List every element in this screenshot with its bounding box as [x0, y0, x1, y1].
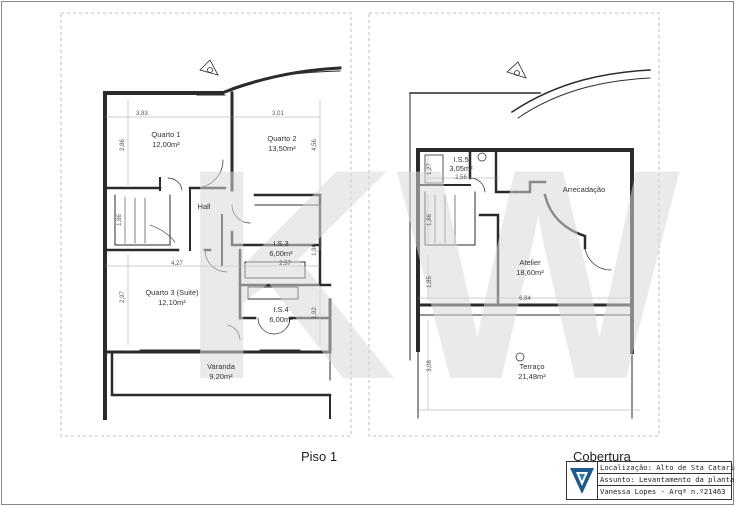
- cobertura-dimension-labels: 1,27 2,56 1,86 1,85 6,84 3,08: [427, 163, 531, 372]
- room-hall: Hall: [198, 202, 211, 211]
- dim-256: 2,56: [455, 175, 467, 181]
- room-quarto1-area: 12,00m²: [152, 140, 180, 149]
- dim-257: 2,57: [279, 261, 291, 267]
- room-is4-name: I.S.4: [273, 305, 288, 314]
- room-quarto2-name: Quarto 2: [267, 134, 296, 143]
- dim-308: 3,08: [427, 360, 433, 372]
- dim-186: 1,86: [117, 214, 123, 226]
- dim-286: 2,86: [120, 139, 126, 151]
- room-arrecadacao: Arrecadação: [563, 185, 606, 194]
- piso1-dimension-labels: 3,83 3,01 2,86 4,56 1,86 4,27 2,57 1,96 …: [117, 111, 318, 319]
- dim-427: 4,27: [171, 261, 183, 267]
- room-quarto3-area: 12,10m²: [158, 298, 186, 307]
- room-terraco-name: Terraço: [519, 362, 544, 371]
- piso1-frame: [60, 12, 352, 437]
- dim-383: 3,83: [136, 111, 148, 117]
- dim-196: 1,96: [312, 244, 318, 256]
- title-block-subject: Assunto: Levantamento da planta: [598, 475, 735, 486]
- room-quarto2-area: 13,50m²: [268, 144, 296, 153]
- cobertura-room-labels: I.S.5 3,05m² Arrecadação Atelier 18,60m²…: [449, 155, 605, 381]
- dim-185: 1,85: [427, 276, 433, 288]
- room-quarto1-name: Quarto 1: [151, 130, 180, 139]
- room-terraco-area: 21,48m²: [518, 372, 546, 381]
- architect-logo: [567, 462, 598, 499]
- room-atelier-name: Atelier: [519, 258, 541, 267]
- room-is3-area: 6,00m²: [269, 249, 293, 258]
- dim-127: 1,27: [427, 163, 433, 175]
- dim-301: 3,01: [272, 111, 284, 117]
- watermark-text: KW: [180, 106, 683, 442]
- room-is4-area: 6,00m²: [269, 315, 293, 324]
- room-atelier-area: 18,60m²: [516, 268, 544, 277]
- dim-297: 2,97: [120, 291, 126, 303]
- room-varanda-area: 9,20m²: [209, 372, 233, 381]
- dim-684: 6,84: [519, 296, 531, 302]
- cobertura-plan: [409, 61, 651, 419]
- dim-456: 4,56: [312, 139, 318, 151]
- title-block-location: Localização: Alto de Sta Catarina: [598, 463, 735, 474]
- title-block: Localização: Alto de Sta Catarina Assunt…: [566, 461, 735, 500]
- dim-192: 1,92: [312, 307, 318, 319]
- cobertura-dimension-lines: [418, 155, 640, 411]
- room-varanda-name: Varanda: [207, 362, 236, 371]
- cobertura-caption: Cobertura: [573, 449, 631, 464]
- piso1-plan: [103, 59, 342, 420]
- dim-186b: 1,86: [427, 214, 433, 226]
- piso1-caption: Piso 1: [301, 449, 338, 464]
- piso1-room-labels: Quarto 1 12,00m² Quarto 2 13,50m² Hall I…: [145, 130, 296, 381]
- room-is3-name: I.S.3: [273, 239, 288, 248]
- room-is5-area: 3,05m²: [449, 164, 473, 173]
- title-block-author: Vanessa Lopes - Arqª n.º21463: [600, 487, 726, 496]
- cobertura-frame: [368, 12, 660, 437]
- logo-mark-icon: [570, 468, 594, 494]
- room-quarto3-name: Quarto 3 (Suite): [145, 288, 199, 297]
- room-is5-name: I.S.5: [453, 155, 468, 164]
- piso1-dimension-lines: [105, 100, 321, 345]
